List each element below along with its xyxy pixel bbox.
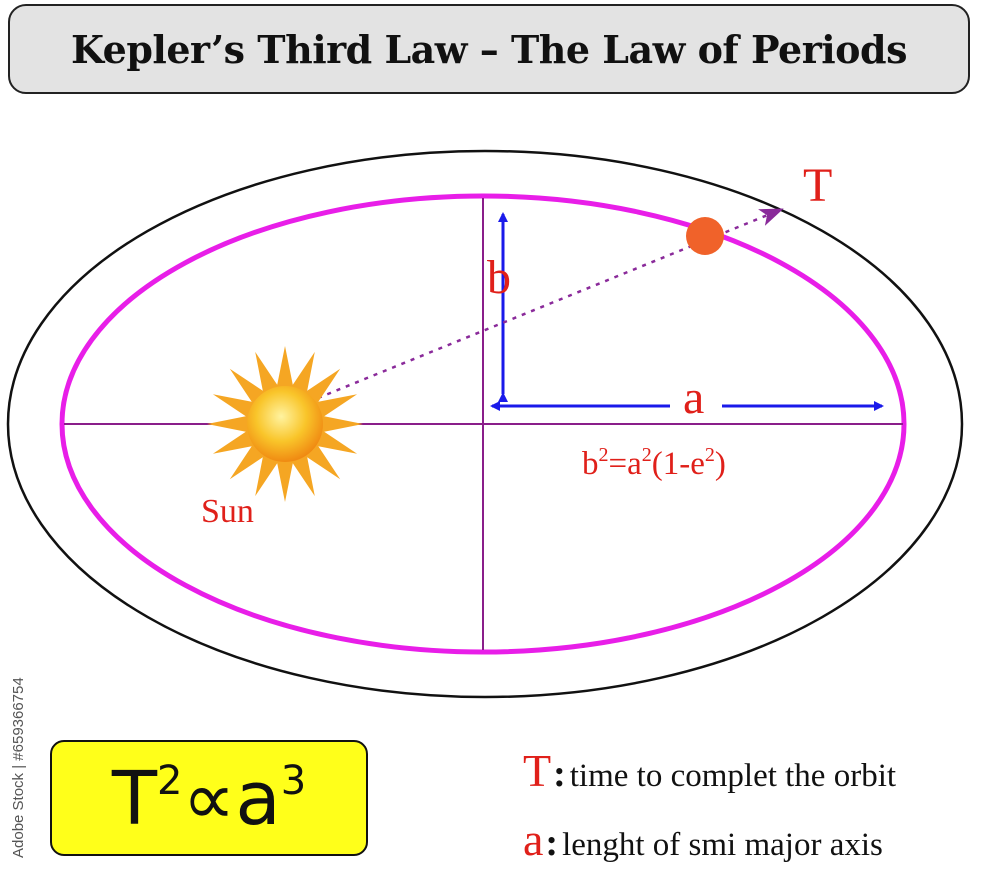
semi-minor-label: b bbox=[487, 251, 511, 304]
legend-colon: : bbox=[545, 822, 559, 864]
watermark-text: Adobe Stock | #659366754 bbox=[10, 677, 27, 858]
sun-label: Sun bbox=[201, 493, 254, 530]
legend-symbol: a bbox=[523, 814, 544, 865]
legend-row-period: T : time to complet the orbit bbox=[523, 748, 896, 796]
eccentricity-relation: b2=a2(1-e2) bbox=[582, 444, 726, 482]
period-formula: T2∝a3 bbox=[111, 755, 307, 842]
period-label: T bbox=[803, 159, 832, 212]
planet bbox=[686, 217, 724, 255]
semi-major-label: a bbox=[683, 371, 704, 424]
legend-description: time to complet the orbit bbox=[569, 758, 897, 794]
formula-box: T2∝a3 bbox=[50, 740, 368, 856]
legend-colon: : bbox=[553, 753, 566, 795]
legend-row-semi-major: a : lenght of smi major axis bbox=[523, 817, 883, 865]
title-box: Kepler’s Third Law – The Law of Periods bbox=[8, 4, 970, 94]
legend-symbol: T bbox=[523, 745, 552, 796]
orbit-ellipse bbox=[59, 193, 907, 655]
sun-core bbox=[247, 386, 323, 462]
radius-vector bbox=[317, 208, 784, 400]
legend-description: lenght of smi major axis bbox=[562, 827, 883, 863]
page-title: Kepler’s Third Law – The Law of Periods bbox=[70, 26, 908, 72]
outer-ellipse bbox=[6, 149, 964, 699]
watermark: Adobe Stock | #659366754 bbox=[8, 630, 34, 860]
sun-icon bbox=[207, 346, 363, 502]
